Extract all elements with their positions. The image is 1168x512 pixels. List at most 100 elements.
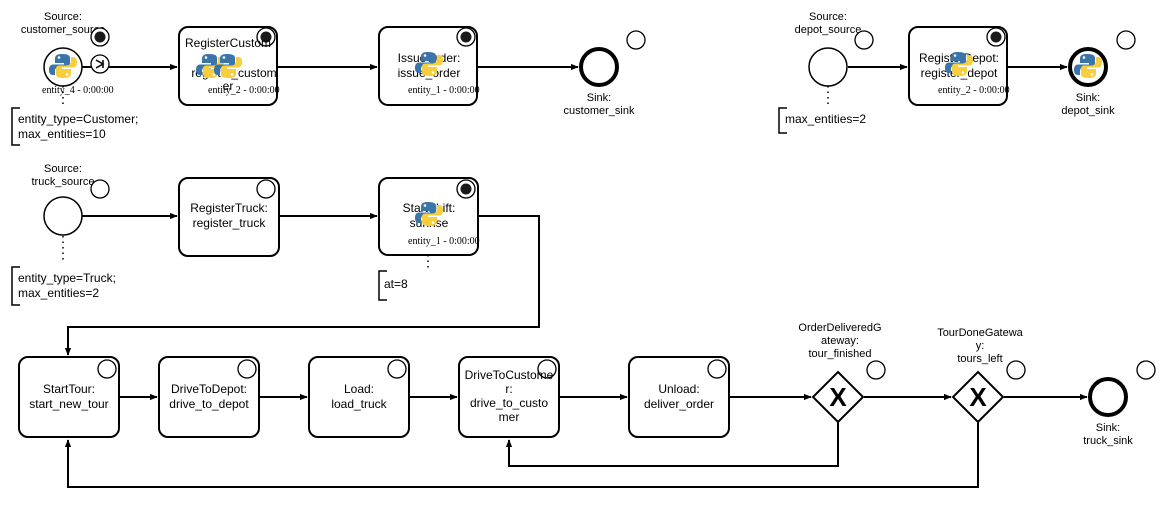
start-event[interactable] — [43, 196, 83, 236]
task-name: Unload: — [658, 382, 699, 396]
task-name: Load: — [344, 382, 374, 396]
task-token: entity_2 - 0:00:00 — [938, 85, 1010, 96]
truck-sink[interactable]: Sink: truck_sink — [1083, 360, 1156, 447]
task-token: entity_1 - 0:00:00 — [408, 85, 480, 96]
annotation-brackets — [11, 107, 787, 306]
task-box[interactable] — [158, 356, 260, 438]
task-function: load_truck — [331, 397, 387, 411]
gateway-label-line2: y: — [976, 340, 985, 352]
filled-status-dot-icon — [94, 31, 106, 43]
end-event[interactable] — [1088, 377, 1128, 417]
empty-status-dot-icon[interactable] — [707, 359, 727, 379]
depot-sink[interactable]: Sink: depot_sink — [1061, 30, 1136, 117]
task-name: DriveToCustome — [465, 368, 554, 382]
exclusive-gateway[interactable] — [951, 370, 1005, 424]
gateway-label-line3: tours_left — [957, 353, 1002, 365]
empty-status-dot-icon[interactable] — [237, 359, 257, 379]
sink-label-line1: Sink: — [1096, 422, 1120, 434]
gateway-label-line3: tour_finished — [809, 348, 872, 360]
task-name-cont: r: — [505, 382, 512, 396]
task-box[interactable] — [458, 356, 560, 438]
filled-status-dot-icon — [990, 31, 1002, 43]
empty-status-dot-icon[interactable] — [537, 359, 557, 379]
task-drive-to-customer[interactable]: DriveToCustome r: drive_to_custo mer — [458, 356, 560, 438]
param-line: max_entities=2 — [785, 112, 866, 126]
task-issue-order[interactable]: IssueOrder: issue_order entity_1 - 0:00:… — [378, 26, 480, 106]
flow-order-delivered-back-to-drive-to-customer[interactable] — [505, 421, 839, 467]
start-event[interactable] — [808, 47, 848, 87]
task-function: start_new_tour — [29, 397, 108, 411]
customer-source-token: entity_4 - 0:00:00 — [42, 85, 114, 96]
filled-status-dot-icon — [460, 31, 472, 43]
task-unload[interactable]: Unload: deliver_order — [628, 356, 730, 438]
customer-source-label-line1: Source: — [44, 11, 82, 23]
task-box[interactable] — [178, 177, 280, 257]
task-name: DriveToDepot: — [171, 382, 247, 396]
empty-status-dot-icon[interactable] — [256, 179, 276, 199]
association-lines — [62, 86, 829, 270]
flow-start-shift-to-start-tour[interactable] — [64, 215, 540, 356]
truck-source-label-line1: Source: — [44, 163, 82, 175]
task-name: StartTour: — [43, 382, 95, 396]
truck-source[interactable]: Source: truck_source entity_type=Truck; … — [18, 163, 116, 300]
gateway-order-delivered[interactable]: OrderDeliveredG ateway: tour_finished X — [798, 322, 886, 424]
task-function: deliver_order — [644, 397, 714, 411]
task-function: drive_to_custo — [470, 396, 548, 410]
gateway-x-icon: X — [969, 382, 987, 412]
customer-source-label-line2: customer_source — [21, 24, 105, 36]
task-register-truck[interactable]: RegisterTruck: register_truck — [178, 177, 280, 257]
empty-status-dot-icon[interactable] — [1116, 30, 1136, 50]
customer-source[interactable]: Source: customer_source entity_4 - 0:00:… — [21, 11, 114, 96]
filled-status-dot-icon — [460, 183, 472, 195]
end-event[interactable] — [579, 47, 619, 87]
task-register-customer[interactable]: RegisterCustom register_custom er entity… — [178, 26, 280, 106]
task-box[interactable] — [378, 177, 479, 256]
sink-label-line2: customer_sink — [564, 105, 635, 117]
param-line: entity_type=Truck; — [18, 271, 116, 285]
task-load[interactable]: Load: load_truck — [308, 356, 410, 438]
flow-tour-done-back-to-start-tour[interactable] — [64, 421, 979, 488]
customer-sink[interactable]: Sink: customer_sink — [564, 30, 646, 117]
sink-label-line2: depot_sink — [1061, 105, 1115, 117]
empty-status-dot-icon[interactable] — [626, 30, 646, 50]
empty-status-dot-icon[interactable] — [866, 360, 886, 380]
empty-status-dot-icon[interactable] — [854, 30, 874, 50]
task-box[interactable] — [18, 356, 120, 438]
sink-label-line2: truck_sink — [1083, 435, 1133, 447]
depot-source-label-line2: depot_source — [795, 24, 862, 36]
task-register-depot[interactable]: RegisterDepot: register_depot entity_2 -… — [908, 26, 1010, 106]
gateway-label-line1: OrderDeliveredG — [798, 322, 881, 334]
step-button[interactable] — [90, 54, 110, 74]
task-start-shift[interactable]: StartShift: sunrise entity_1 - 0:00:00 a… — [378, 177, 480, 291]
task-function-cont: mer — [499, 410, 520, 424]
task-start-tour[interactable]: StartTour: start_new_tour — [18, 356, 120, 438]
task-drive-to-depot[interactable]: DriveToDepot: drive_to_depot — [158, 356, 260, 438]
task-name: RegisterTruck: — [190, 201, 268, 215]
param-line: max_entities=10 — [18, 127, 106, 141]
task-token: entity_2 - 0:00:00 — [208, 85, 280, 96]
param-line: max_entities=2 — [18, 286, 99, 300]
gateway-label-line2: ateway: — [821, 335, 859, 347]
empty-status-dot-icon[interactable] — [387, 359, 407, 379]
empty-status-dot-icon[interactable] — [97, 359, 117, 379]
customer-source-controls — [90, 27, 110, 74]
empty-status-dot-icon[interactable] — [1006, 360, 1026, 380]
empty-status-dot-icon[interactable] — [1136, 360, 1156, 380]
gateway-tour-done[interactable]: TourDoneGatewa y: tours_left X — [937, 327, 1026, 424]
task-function-cont: er — [223, 79, 234, 93]
task-name: RegisterCustom — [185, 36, 271, 50]
task-function: register_truck — [193, 216, 267, 230]
customer-source-params: entity_type=Customer; max_entities=10 — [18, 112, 138, 141]
task-box[interactable] — [628, 356, 730, 438]
depot-source[interactable]: Source: depot_source max_entities=2 — [785, 11, 874, 126]
task-box[interactable] — [308, 356, 410, 438]
empty-status-dot-icon[interactable] — [90, 179, 110, 199]
filled-status-dot-icon — [260, 31, 272, 43]
sink-label-line1: Sink: — [587, 92, 611, 104]
exclusive-gateway[interactable] — [811, 370, 865, 424]
task-function: drive_to_depot — [169, 397, 249, 411]
gateway-label-line1: TourDoneGatewa — [937, 327, 1023, 339]
truck-source-label-line2: truck_source — [32, 176, 95, 188]
param-line: entity_type=Customer; — [18, 112, 138, 126]
